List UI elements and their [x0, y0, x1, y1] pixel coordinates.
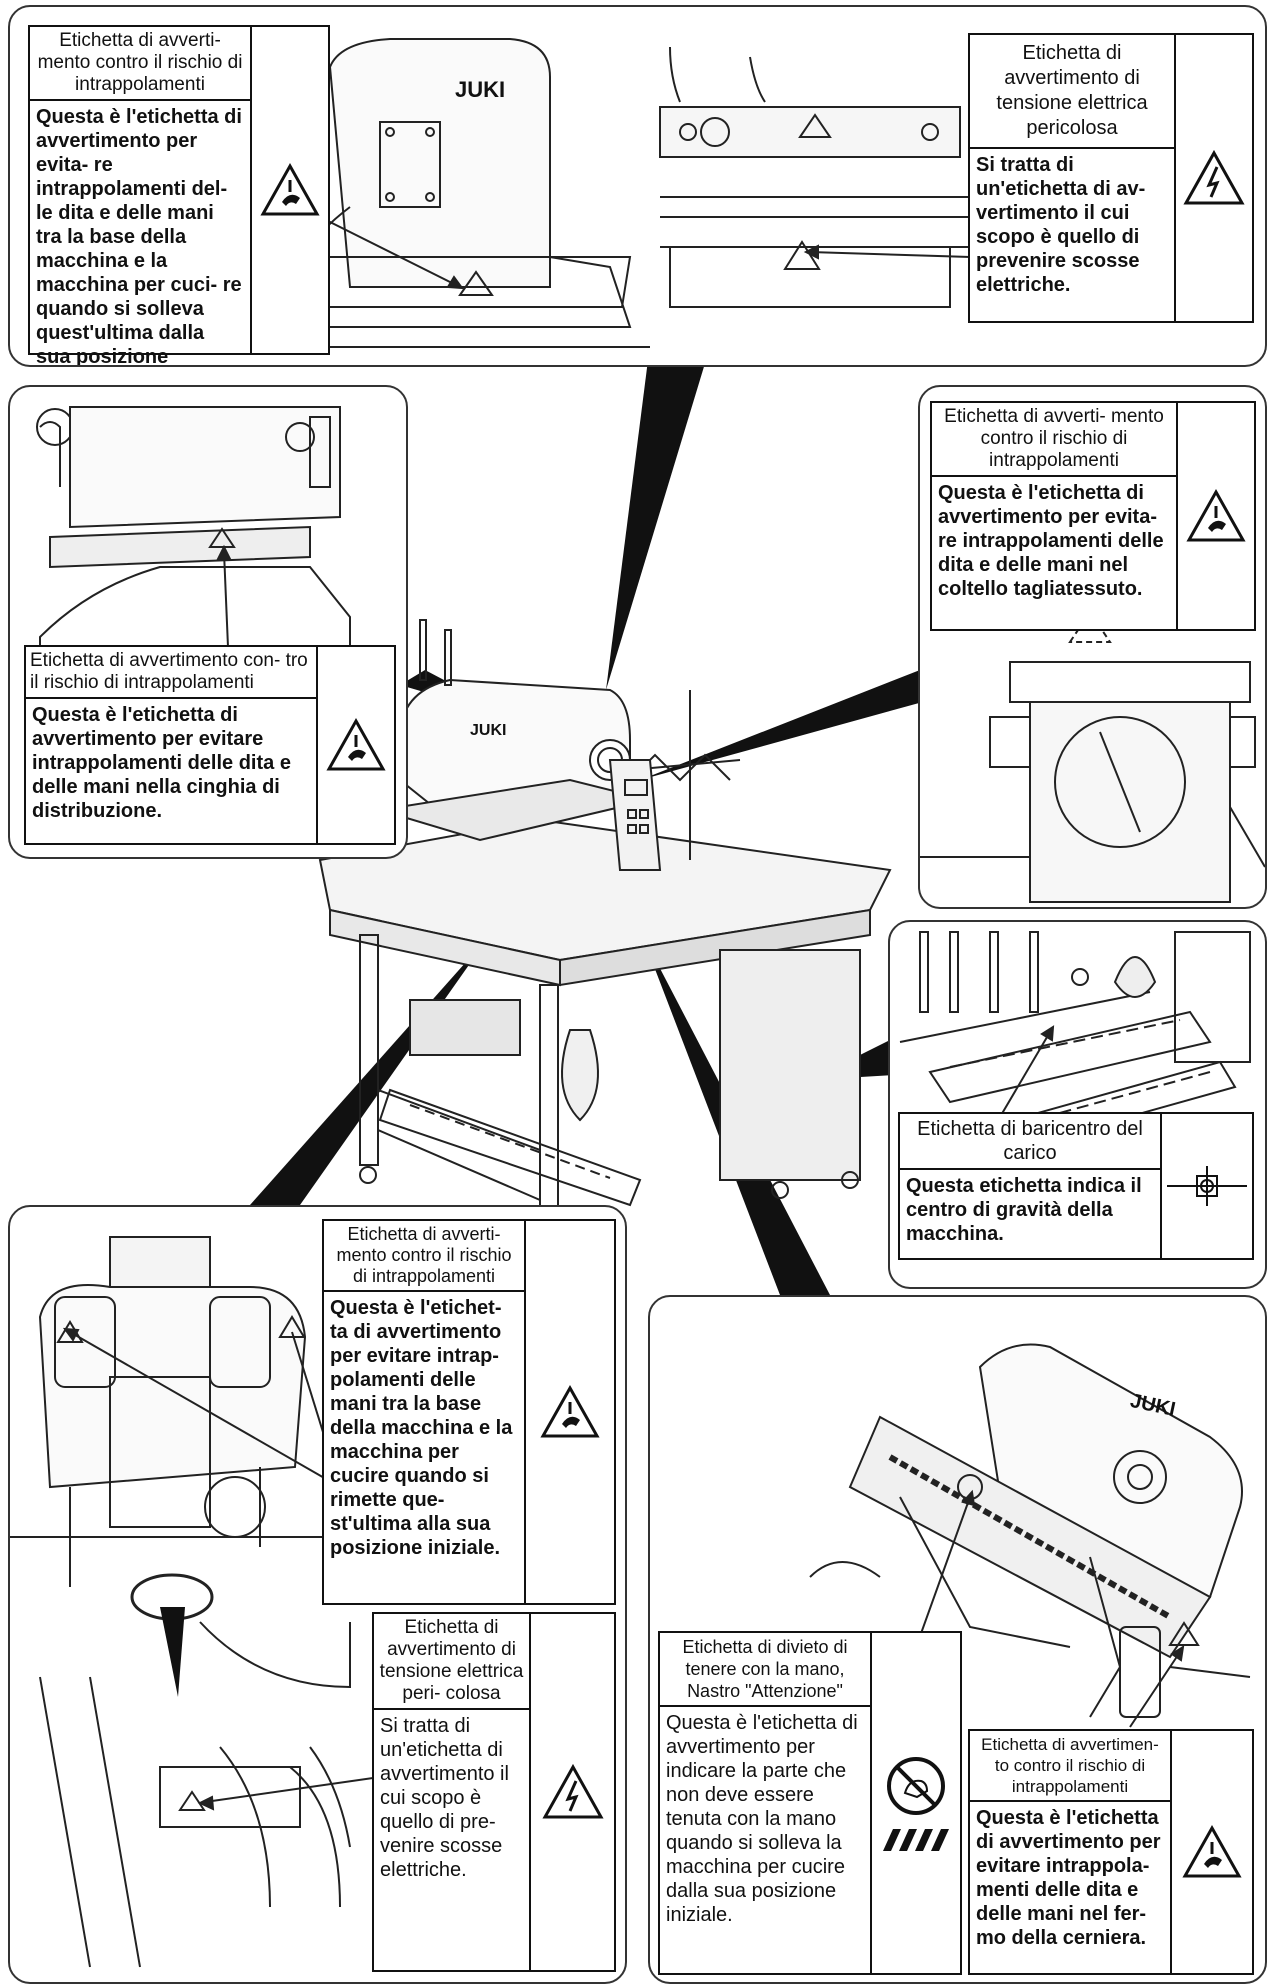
- label-body: Questa etichetta indica il centro di gra…: [906, 1175, 1142, 1245]
- label-title: Etichetta di avvertimento di tensione el…: [374, 1614, 529, 1710]
- label-body: Questa è l'etichetta di avvertimento per…: [976, 1807, 1161, 1949]
- label-body: Si tratta di un'etichetta di avvertiment…: [380, 1715, 509, 1881]
- high-voltage-icon: [1183, 149, 1245, 205]
- label-bottom-left-voltage: Etichetta di avvertimento di tensione el…: [372, 1612, 616, 1972]
- pinch-hazard-icon: [1182, 1824, 1242, 1878]
- label-body: Questa è l'etichetta di avvertimento per…: [666, 1712, 858, 1926]
- callout-wedge: [160, 1607, 185, 1697]
- panel-mid-right-drawing: [920, 590, 1265, 903]
- pinch-hazard-icon: [260, 162, 320, 216]
- label-mid-left: Etichetta di avvertimento con- tro il ri…: [24, 645, 396, 845]
- label-title: Etichetta di avverti- mento contro il ri…: [30, 27, 250, 101]
- label-title: Etichetta di avvertimento con- tro il ri…: [26, 647, 316, 699]
- label-body: Questa è l'etichet- ta di avvertimento p…: [330, 1297, 513, 1559]
- panel-bottom-left: Etichetta di avverti- mento contro il ri…: [8, 1205, 627, 1984]
- label-body: Questa è l'etichetta di avvertimento per…: [938, 482, 1164, 600]
- high-voltage-icon: [541, 1763, 604, 1819]
- pinch-hazard-icon: [326, 717, 386, 771]
- panel-top: JUKI Etichetta di avverti- mento contro …: [8, 5, 1267, 367]
- brand-mark-top: JUKI: [455, 77, 505, 102]
- panel-bottom-left-drawing: [10, 1236, 381, 1968]
- label-top-right: Etichetta di avvertimento di tensione el…: [968, 33, 1254, 323]
- label-bottom-right-hinge: Etichetta di avvertimen- to contro il ri…: [968, 1729, 1254, 1975]
- panel-bottom-right: Etichetta di divieto di tenere con la ma…: [648, 1295, 1267, 1984]
- label-body: Si tratta di un'etichetta di av- vertime…: [976, 154, 1146, 296]
- panel-top-drawing: JUKI: [260, 38, 971, 348]
- label-title: Etichetta di baricentro del carico: [900, 1114, 1160, 1170]
- label-body: Questa è l'etichetta di avvertimento per…: [36, 106, 242, 367]
- label-title: Etichetta di divieto di tenere con la ma…: [660, 1633, 870, 1707]
- label-body: Questa è l'etichetta di avvertimento per…: [32, 704, 291, 822]
- label-gravity: Etichetta di baricentro del carico Quest…: [898, 1112, 1254, 1260]
- brand-text: JUKI: [1128, 1390, 1177, 1421]
- panel-mid-left: Etichetta di avvertimento con- tro il ri…: [8, 385, 408, 859]
- label-bottom-right-hand: Etichetta di divieto di tenere con la ma…: [658, 1631, 962, 1975]
- panel-mid-right: Etichetta di avverti- mento contro il ri…: [918, 385, 1267, 909]
- pinch-hazard-icon: [1186, 488, 1246, 542]
- caution-tape-icon: [883, 1829, 949, 1851]
- label-top-left: Etichetta di avverti- mento contro il ri…: [28, 25, 330, 365]
- panel-gravity: Etichetta di baricentro del carico Quest…: [888, 920, 1267, 1289]
- center-of-gravity-icon: [1167, 1166, 1247, 1206]
- no-hand-hold-icon: [887, 1757, 945, 1815]
- brand-mark-bottom-right: JUKI: [1128, 1390, 1177, 1421]
- label-mid-right: Etichetta di avverti- mento contro il ri…: [930, 401, 1256, 631]
- label-title: Etichetta di avverti- mento contro il ri…: [324, 1221, 524, 1292]
- pinch-hazard-icon: [540, 1384, 600, 1438]
- panel-bottom-right-drawing: [809, 1343, 1251, 1728]
- label-bottom-left-trap: Etichetta di avverti- mento contro il ri…: [322, 1219, 616, 1605]
- label-title: Etichetta di avvertimento di tensione el…: [970, 35, 1174, 149]
- label-title: Etichetta di avverti- mento contro il ri…: [932, 403, 1176, 477]
- sewing-machine-illustration: JUKI: [318, 619, 892, 1244]
- brand-mark-center: JUKI: [470, 722, 506, 739]
- label-title: Etichetta di avvertimen- to contro il ri…: [970, 1731, 1170, 1802]
